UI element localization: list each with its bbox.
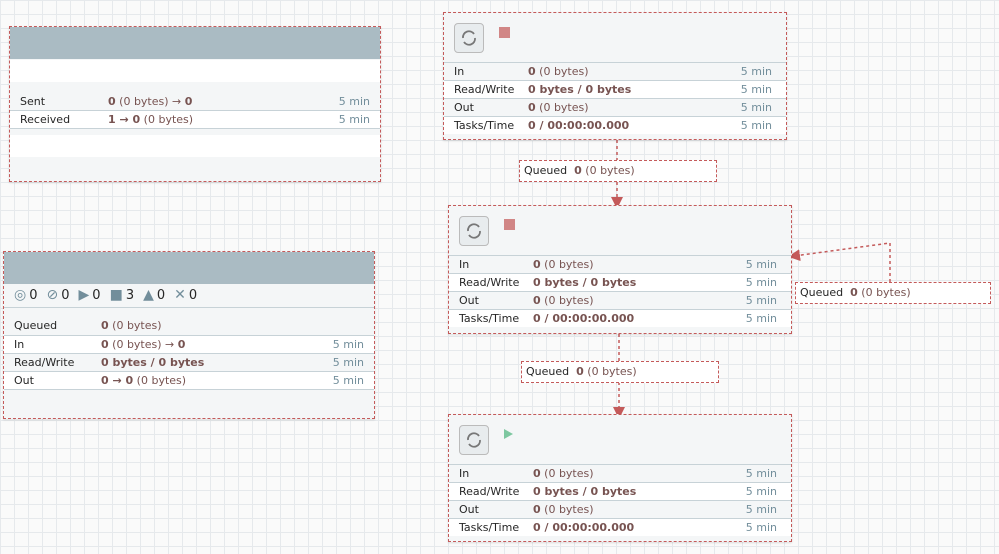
processor-icon (459, 216, 489, 246)
processor-icon (454, 23, 484, 53)
processor-1[interactable]: In 0 (0 bytes) 5 min Read/Write 0 bytes … (443, 12, 787, 140)
process-group[interactable]: ◎0 ⊘0 ▶0 ■3 ▲0 ✕0 Queued 0 (0 bytes) In … (3, 251, 375, 419)
connection-queue-1[interactable]: Queued 0 (0 bytes) (519, 160, 717, 182)
processor-3[interactable]: In 0 (0 bytes) 5 min Read/Write 0 bytes … (448, 414, 792, 542)
disabled-icon: ✕ (174, 287, 186, 303)
processor-2-in-row: In 0 (0 bytes) 5 min (459, 258, 777, 271)
processor-3-readwrite-row: Read/Write 0 bytes / 0 bytes 5 min (449, 483, 791, 500)
remote-group-footer-row (10, 135, 380, 157)
processor-1-out-row: Out 0 (0 bytes) 5 min (454, 101, 772, 114)
processor-1-tasks-row: Tasks/Time 0 / 00:00:00.000 5 min (444, 117, 786, 134)
process-group-status-bar: ◎0 ⊘0 ▶0 ■3 ▲0 ✕0 (14, 287, 198, 303)
processor-2-out-row: Out 0 (0 bytes) 5 min (459, 294, 777, 307)
stopped-icon: ■ (109, 287, 123, 303)
remote-sent-row: Sent 0 (0 bytes) → 0 5 min (20, 95, 370, 108)
process-group-queued-row: Queued 0 (0 bytes) (14, 319, 162, 332)
running-icon: ▶ (78, 287, 90, 303)
connection-line-self-loop (788, 242, 891, 282)
processor-2-tasks-row: Tasks/Time 0 / 00:00:00.000 5 min (449, 310, 791, 327)
process-group-in-row: In 0 (0 bytes) → 0 5 min (4, 336, 374, 353)
invalid-icon: ▲ (143, 287, 154, 303)
connection-queue-2[interactable]: Queued 0 (0 bytes) (521, 361, 719, 383)
processor-3-tasks-row: Tasks/Time 0 / 00:00:00.000 5 min (449, 519, 791, 536)
stopped-icon (499, 27, 510, 38)
transmitting-icon: ◎ (14, 287, 27, 303)
process-group-readwrite-row: Read/Write 0 bytes / 0 bytes 5 min (14, 356, 364, 369)
processor-3-out-row: Out 0 (0 bytes) 5 min (459, 503, 777, 516)
remote-group-header (10, 27, 380, 59)
running-icon (504, 429, 513, 439)
processor-1-in-row: In 0 (0 bytes) 5 min (454, 65, 772, 78)
not-transmitting-icon: ⊘ (46, 287, 59, 303)
connection-queue-self-loop[interactable]: Queued 0 (0 bytes) (795, 282, 991, 304)
process-group-header (4, 252, 374, 284)
stopped-icon (504, 219, 515, 230)
process-group-out-row: Out 0 → 0 (0 bytes) 5 min (4, 372, 374, 389)
processor-2[interactable]: In 0 (0 bytes) 5 min Read/Write 0 bytes … (448, 205, 792, 334)
processor-3-in-row: In 0 (0 bytes) 5 min (459, 467, 777, 480)
processor-icon (459, 425, 489, 455)
processor-2-readwrite-row: Read/Write 0 bytes / 0 bytes 5 min (449, 274, 791, 291)
remote-process-group[interactable]: Sent 0 (0 bytes) → 0 5 min Received 1 → … (9, 26, 381, 182)
remote-group-blank-row (10, 60, 380, 82)
processor-1-readwrite-row: Read/Write 0 bytes / 0 bytes 5 min (444, 81, 786, 98)
remote-received-row: Received 1 → 0 (0 bytes) 5 min (10, 111, 380, 128)
